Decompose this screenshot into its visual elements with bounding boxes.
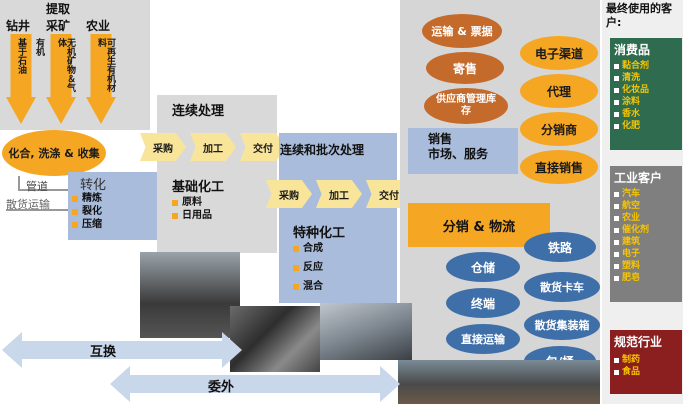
conversion-item: 裂化 <box>72 205 102 218</box>
industrial-item: 催化剂 <box>614 224 678 236</box>
batch-item: 混合 <box>293 280 323 293</box>
extraction-arrow-text-1: 基于石油 <box>16 38 26 74</box>
mode-bulk-truck: 散货卡车 <box>524 272 600 302</box>
consumer-group-title: 消费品 <box>614 43 651 57</box>
factory-photo <box>230 306 320 372</box>
extraction-arrow-text-2: 有机 <box>34 38 44 56</box>
mode-bulk-container: 散货集装箱 <box>524 310 600 340</box>
batch-step-purchase: 采购 <box>266 180 312 208</box>
continuous-list: 原料 日用品 <box>172 196 212 222</box>
conversion-title: 转化 <box>80 178 107 193</box>
batch-list: 合成 反应 混合 <box>293 242 323 293</box>
channel-agent: 代理 <box>520 74 598 108</box>
pipeline-line <box>18 176 20 190</box>
industrial-item: 建筑 <box>614 236 678 248</box>
regulated-item: 制药 <box>614 354 678 366</box>
conversion-panel <box>68 172 158 240</box>
extraction-arrow-text-3: 无机矿物＆气体 <box>56 38 75 92</box>
source-drilling: 钻井 <box>6 19 31 33</box>
bulk-transport-label: 散货运输 <box>6 198 50 211</box>
conversion-list: 精炼 裂化 压缩 <box>72 192 102 231</box>
sales-ellipse-vmi: 供应商管理库存 <box>424 88 508 124</box>
industrial-group-title: 工业客户 <box>614 171 663 185</box>
pipeline-label: 管道 <box>26 180 48 193</box>
continuous-title: 连续处理 <box>172 104 225 119</box>
outsource-arrow <box>110 366 400 402</box>
batch-item: 反应 <box>293 261 323 274</box>
sales-box <box>408 128 518 174</box>
swap-arrow <box>2 332 242 368</box>
conversion-item: 压缩 <box>72 218 102 231</box>
train-photo <box>398 360 600 404</box>
batch-panel <box>279 133 397 303</box>
outsource-label: 委外 <box>208 380 235 395</box>
batch-subtitle: 特种化工 <box>293 226 346 241</box>
distribution-title: 分销 & 物流 <box>442 219 516 235</box>
industrial-item: 农业 <box>614 212 678 224</box>
swap-label: 互换 <box>90 345 117 360</box>
continuous-subtitle: 基础化工 <box>172 180 225 195</box>
industrial-item: 航空 <box>614 200 678 212</box>
continuous-item: 日用品 <box>172 209 212 222</box>
industrial-item: 塑料 <box>614 260 678 272</box>
consumer-item: 黏合剂 <box>614 60 678 72</box>
distribution-box: 分销 & 物流 <box>408 203 550 247</box>
mode-warehouse: 仓储 <box>446 252 520 282</box>
sales-ellipse-transport: 运输 & 票据 <box>422 14 502 48</box>
sales-ellipse-consignment: 寄售 <box>426 52 504 84</box>
pipeline-h <box>18 189 68 191</box>
consumer-item: 清洗 <box>614 72 678 84</box>
channel-electronic: 电子渠道 <box>520 36 598 70</box>
mode-terminal: 终端 <box>446 288 520 318</box>
continuous-step-deliver: 交付 <box>240 133 286 161</box>
batch-step-process: 加工 <box>316 180 362 208</box>
industrial-item: 肥皂 <box>614 272 678 284</box>
channel-distributor: 分销商 <box>520 112 598 146</box>
industrial-group: 工业客户 汽车 航空 农业 催化剂 建筑 电子 塑料 肥皂 <box>610 166 682 302</box>
customers-title: 最终使用的客户: <box>606 2 672 29</box>
consumer-item: 化妆品 <box>614 84 678 96</box>
collect-ellipse: 化合, 洗涤 & 收集 <box>2 130 106 176</box>
consumer-item: 香水 <box>614 108 678 120</box>
continuous-step-purchase: 采购 <box>140 133 186 161</box>
consumer-group: 消费品 黏合剂 清洗 化妆品 涂料 香水 化肥 <box>610 38 682 150</box>
mode-rail: 铁路 <box>524 232 596 262</box>
extraction-title: 提取 <box>46 2 71 16</box>
conversion-item: 精炼 <box>72 192 102 205</box>
channel-direct: 直接销售 <box>520 150 598 184</box>
regulated-group: 规范行业 制药 食品 <box>610 330 682 394</box>
regulated-item: 食品 <box>614 366 678 378</box>
batch-title: 连续和批次处理 <box>280 143 365 157</box>
continuous-step-process: 加工 <box>190 133 236 161</box>
batch-item: 合成 <box>293 242 323 255</box>
source-agriculture: 农业 <box>86 19 111 33</box>
refinery-photo <box>140 252 240 338</box>
consumer-item: 涂料 <box>614 96 678 108</box>
bulk-transport-line <box>6 209 68 211</box>
source-mining: 采矿 <box>46 19 71 33</box>
regulated-group-title: 规范行业 <box>614 335 663 349</box>
industrial-item: 电子 <box>614 248 678 260</box>
collect-label: 化合, 洗涤 & 收集 <box>8 146 100 160</box>
extraction-arrow-text-4: 可再生有机材料 <box>96 38 115 92</box>
industrial-item: 汽车 <box>614 188 678 200</box>
truck-photo <box>320 303 412 360</box>
consumer-item: 化肥 <box>614 120 678 132</box>
continuous-item: 原料 <box>172 196 212 209</box>
continuous-panel <box>157 95 277 253</box>
sales-box-title: 销售 市场、服务 <box>428 132 489 161</box>
mode-direct-transport: 直接运输 <box>446 324 520 354</box>
